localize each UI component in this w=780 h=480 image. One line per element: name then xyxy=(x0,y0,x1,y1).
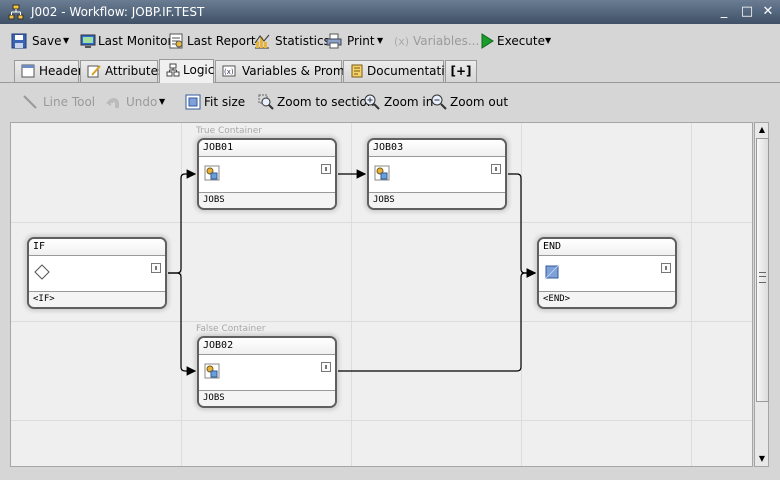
tab-logic[interactable]: Logic xyxy=(159,59,214,83)
undo-button[interactable]: Undo xyxy=(105,91,157,113)
node-info-icon[interactable] xyxy=(321,362,331,372)
save-icon xyxy=(11,33,27,49)
play-icon xyxy=(481,33,494,49)
line-tool-button[interactable]: Line Tool xyxy=(22,91,95,113)
tab-attributes[interactable]: Attributes xyxy=(80,60,164,82)
tab-add[interactable]: [+] xyxy=(445,60,477,82)
end-icon xyxy=(545,265,559,279)
scroll-up-icon[interactable]: ▲ xyxy=(758,125,766,134)
monitor-icon xyxy=(80,34,96,48)
workflow-node-end[interactable]: END <END> xyxy=(537,237,677,309)
node-type: <IF> xyxy=(33,294,55,304)
last-monitor-button[interactable]: Last Monitor xyxy=(80,30,172,52)
workflow-app-icon xyxy=(8,4,24,20)
tab-bar: Header Attributes Logic (x) Variables & … xyxy=(0,58,780,83)
job-icon xyxy=(374,165,390,181)
connection-lines xyxy=(168,169,537,376)
undo-icon xyxy=(106,98,119,108)
main-toolbar: Save ▼ Last Monitor Last Report Statisti… xyxy=(0,26,780,56)
zoom-out-button[interactable]: Zoom out xyxy=(431,91,508,113)
scroll-down-icon[interactable]: ▼ xyxy=(758,454,766,463)
link-if-job01 xyxy=(168,169,197,274)
documentation-icon xyxy=(351,64,363,78)
statistics-button[interactable]: Statistics xyxy=(254,30,330,52)
link-job02-end xyxy=(338,268,537,372)
zoom-to-section-button[interactable]: Zoom to section xyxy=(258,91,375,113)
add-tab-label: [+] xyxy=(450,64,472,78)
node-type: JOBS xyxy=(203,393,225,403)
scroll-grip-icon xyxy=(759,272,766,283)
workflow-node-if[interactable]: IF <IF> xyxy=(27,237,167,309)
node-name: JOB03 xyxy=(373,142,404,153)
tab-header[interactable]: Header xyxy=(14,60,83,82)
workflow-canvas[interactable]: True Container False Container IF <IF> J… xyxy=(10,122,753,467)
svg-text:(x): (x) xyxy=(224,68,234,76)
printer-icon xyxy=(326,33,342,49)
grid-line xyxy=(11,321,752,322)
variables-button[interactable]: (x) Variables... xyxy=(394,34,480,48)
node-name: END xyxy=(543,241,562,252)
last-report-button[interactable]: Last Report xyxy=(168,30,256,52)
workflow-node-job03[interactable]: JOB03 JOBS xyxy=(367,138,507,210)
node-name: JOB02 xyxy=(203,340,234,351)
zoom-section-icon xyxy=(258,94,274,110)
header-icon xyxy=(21,64,35,78)
zoom-in-icon xyxy=(364,94,380,110)
false-container-label: False Container xyxy=(196,324,266,334)
undo-dropdown-icon[interactable]: ▼ xyxy=(159,97,166,106)
fit-size-button[interactable]: Fit size xyxy=(185,91,245,113)
workflow-node-job02[interactable]: JOB02 JOBS xyxy=(197,336,337,408)
variables-prompts-icon: (x) xyxy=(222,65,236,77)
scroll-thumb[interactable] xyxy=(756,138,769,402)
save-dropdown-icon[interactable]: ▼ xyxy=(63,36,70,45)
grid-line xyxy=(351,123,352,466)
maximize-icon[interactable]: □ xyxy=(740,4,754,19)
node-name: IF xyxy=(33,241,46,252)
fit-size-icon xyxy=(185,94,201,110)
node-info-icon[interactable] xyxy=(491,164,501,174)
print-button[interactable]: Print xyxy=(326,30,375,52)
grid-line xyxy=(691,123,692,466)
zoom-out-icon xyxy=(431,94,447,110)
window-title: J002 - Workflow: JOBP.IF.TEST xyxy=(31,5,205,19)
node-info-icon[interactable] xyxy=(151,263,161,273)
report-icon xyxy=(169,33,183,49)
minimize-icon[interactable]: _ xyxy=(720,4,728,19)
if-diamond-icon xyxy=(34,264,50,280)
tab-documentation[interactable]: Documentation xyxy=(343,60,460,82)
node-info-icon[interactable] xyxy=(661,263,671,273)
print-dropdown-icon[interactable]: ▼ xyxy=(377,36,384,45)
link-job03-end xyxy=(508,173,537,278)
variables-icon: (x) xyxy=(394,35,409,48)
workflow-node-job01[interactable]: JOB01 JOBS xyxy=(197,138,337,210)
title-bar: J002 - Workflow: JOBP.IF.TEST _ □ ✕ xyxy=(0,0,780,24)
true-container-label: True Container xyxy=(196,126,262,136)
job-icon xyxy=(204,363,220,379)
grid-line xyxy=(11,420,752,421)
node-info-icon[interactable] xyxy=(321,164,331,174)
line-tool-icon xyxy=(23,95,37,109)
node-type: JOBS xyxy=(373,195,395,205)
execute-button[interactable]: Execute xyxy=(479,30,545,52)
grid-line xyxy=(11,222,752,223)
zoom-in-button[interactable]: Zoom in xyxy=(364,91,433,113)
job-icon xyxy=(204,165,220,181)
logic-icon xyxy=(166,63,180,77)
vertical-scrollbar[interactable]: ▲ ▼ xyxy=(754,122,769,467)
node-type: <END> xyxy=(543,294,571,304)
attributes-icon xyxy=(87,65,101,78)
save-button[interactable]: Save xyxy=(11,30,61,52)
node-name: JOB01 xyxy=(203,142,234,153)
svg-text:(x): (x) xyxy=(394,35,409,48)
execute-dropdown-icon[interactable]: ▼ xyxy=(545,36,552,45)
close-icon[interactable]: ✕ xyxy=(762,4,774,19)
logic-toolbar: Line Tool Undo ▼ Fit size Zoom to sectio… xyxy=(0,88,780,118)
node-type: JOBS xyxy=(203,195,225,205)
tab-variables-prompts[interactable]: (x) Variables & Prompts xyxy=(215,60,363,82)
statistics-chart-icon xyxy=(254,34,270,49)
link-if-job02 xyxy=(168,272,197,376)
